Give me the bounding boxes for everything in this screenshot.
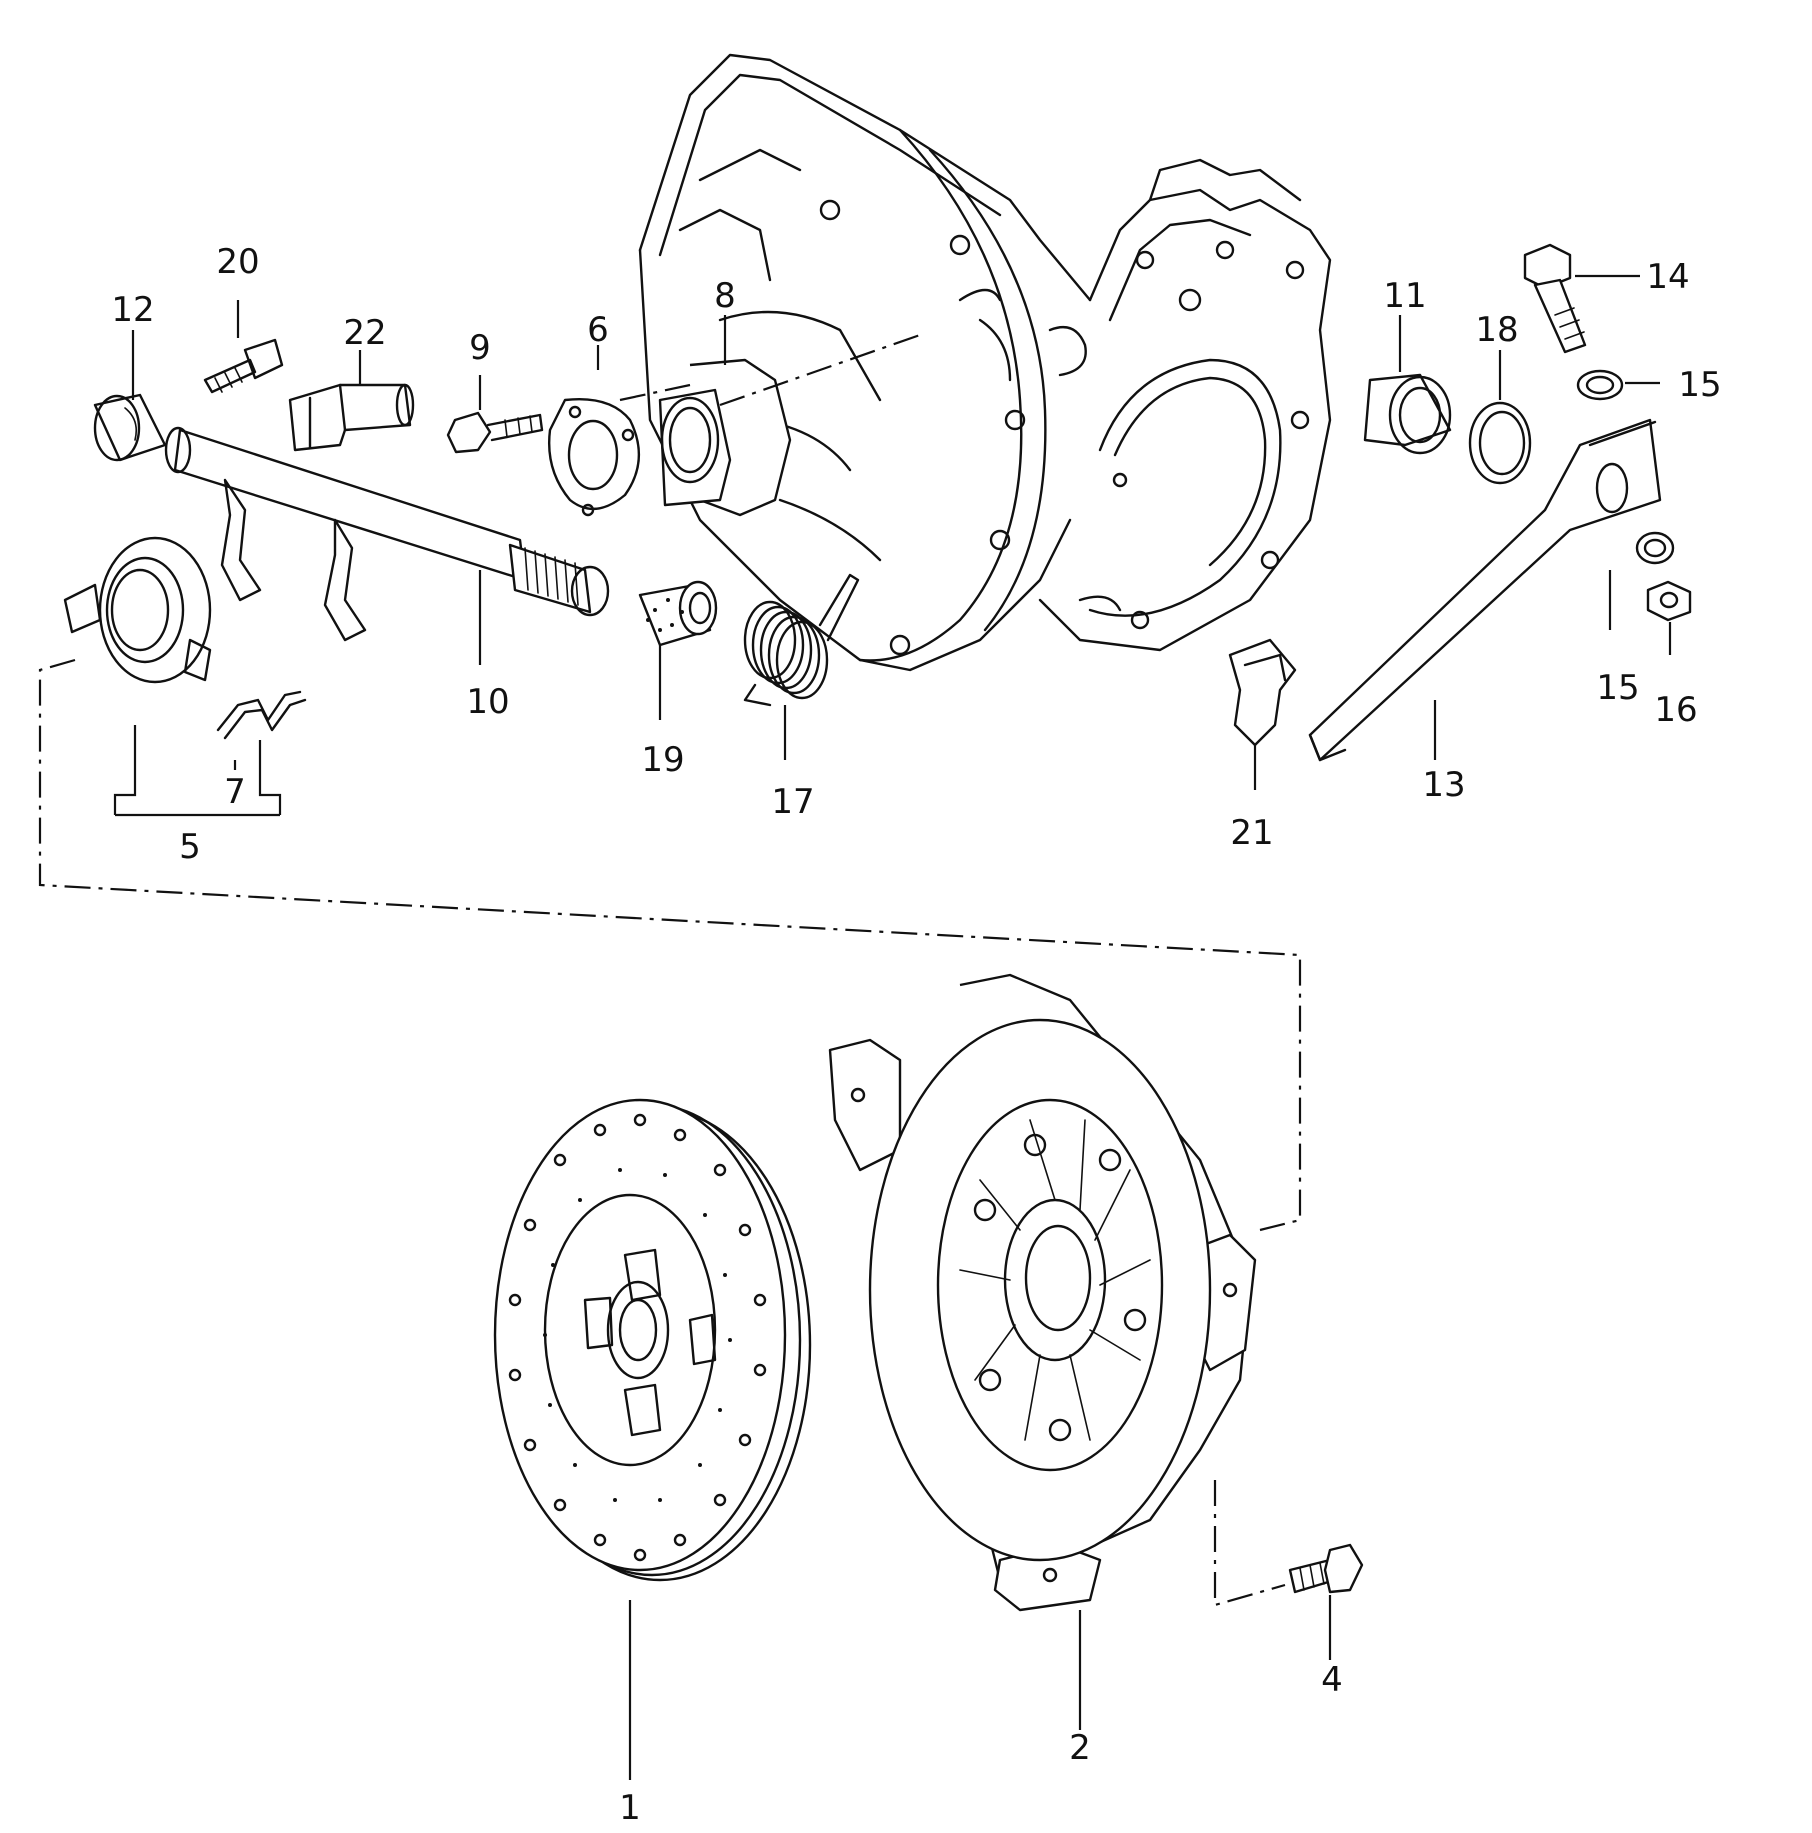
- bush-19: [638, 580, 718, 647]
- callout-2: 2: [1069, 1728, 1091, 1768]
- callout-21: 21: [1230, 813, 1274, 853]
- callout-20: 20: [216, 242, 260, 282]
- callout-19: 19: [641, 740, 685, 780]
- guide-sleeve: [658, 358, 792, 517]
- leader-lines: [113, 274, 1672, 1780]
- callout-15-top: 15: [1678, 365, 1722, 405]
- hex-bolt-14: [1523, 243, 1587, 354]
- washer-15-bottom: [1635, 531, 1675, 565]
- release-shaft: [164, 426, 610, 642]
- clamp-piece: [288, 383, 415, 452]
- circlip: [1468, 401, 1532, 485]
- callout-7: 7: [224, 772, 246, 812]
- release-lever: [1308, 418, 1662, 762]
- callout-18: 18: [1475, 310, 1519, 350]
- release-bearing: [63, 536, 212, 684]
- retaining-clip: [216, 690, 307, 740]
- clutch-disc: [493, 1098, 812, 1582]
- callout-11: 11: [1383, 276, 1427, 316]
- pressure-plate: [828, 973, 1257, 1612]
- torsion-spring: [743, 573, 860, 707]
- callout-15-bottom: 15: [1596, 668, 1640, 708]
- callout-8: 8: [714, 276, 736, 316]
- callout-17: 17: [771, 782, 815, 822]
- callout-6: 6: [587, 310, 609, 350]
- callout-4: 4: [1321, 1660, 1343, 1700]
- bolt-9: [446, 411, 544, 454]
- washer-15-top: [1576, 369, 1624, 401]
- bolt-4: [1288, 1543, 1364, 1594]
- bolt-20: [203, 338, 284, 394]
- callout-5: 5: [179, 827, 201, 867]
- callout-1: 1: [619, 1788, 641, 1828]
- callout-12: 12: [111, 290, 155, 330]
- callout-22: 22: [343, 313, 387, 353]
- bushing: [93, 393, 167, 462]
- callout-13: 13: [1422, 765, 1466, 805]
- assembly-lines: [38, 333, 1302, 1607]
- callout-10: 10: [466, 682, 510, 722]
- gasket: [548, 398, 640, 517]
- bearing-bushing: [1363, 373, 1452, 455]
- callout-14: 14: [1646, 257, 1690, 297]
- callout-16: 16: [1654, 690, 1698, 730]
- bracket-21: [1228, 638, 1297, 747]
- callout-9: 9: [469, 328, 491, 368]
- hex-nut: [1646, 580, 1692, 622]
